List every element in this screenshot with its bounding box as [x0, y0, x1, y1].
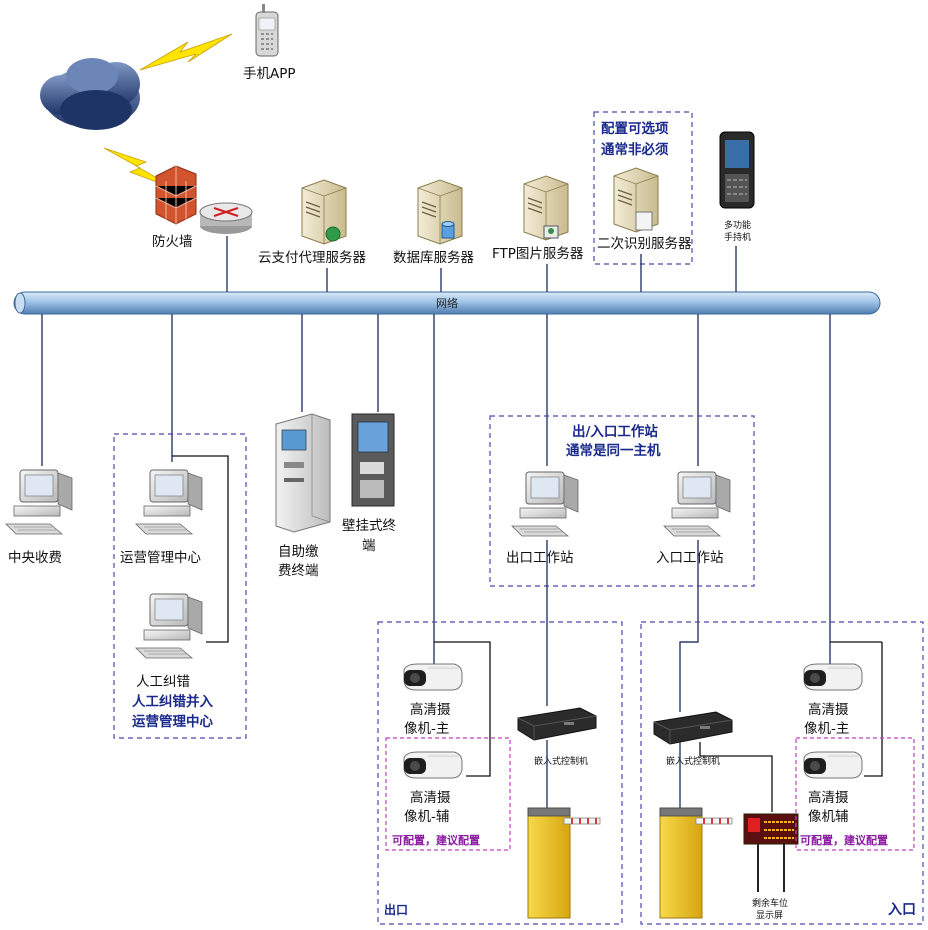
network-backbone	[13, 291, 881, 315]
central-fee-pc-icon	[5, 469, 73, 535]
entry-camera-link-line	[864, 642, 883, 777]
cloud-pay-server-icon	[301, 179, 347, 245]
self-pay-label-line1: 自助缴	[278, 544, 319, 560]
entry-camera-aux-icon	[803, 751, 863, 779]
workstation-note-line2: 通常是同一主机	[566, 442, 661, 459]
manual-fix-label: 人工纠错	[136, 674, 190, 690]
entry-camera-aux-label-line2: 像机辅	[808, 809, 849, 825]
internet-cloud-icon	[40, 58, 140, 130]
exit-camera-main-icon	[403, 663, 463, 691]
entry-barrier-gate-icon	[659, 807, 733, 919]
ops-center-pc-icon	[135, 469, 203, 535]
wall-terminal-label-line1: 壁挂式终	[342, 518, 396, 534]
ops-link-line	[172, 455, 229, 643]
exit-camera-aux-label-line1: 高清摄	[410, 789, 451, 806]
workstation-note-line1: 出/入口工作站	[572, 423, 658, 440]
cloud-pay-server-label: 云支付代理服务器	[258, 250, 366, 266]
entry-workstation-pc-icon	[663, 471, 731, 537]
network-label: 网络	[436, 296, 458, 310]
mobile-phone-icon	[255, 4, 279, 57]
parking-display-label-line1: 剩余车位	[752, 897, 788, 909]
exit-controller-icon	[517, 707, 597, 741]
database-server-label: 数据库服务器	[393, 250, 474, 266]
entry-camera-main-icon	[803, 663, 863, 691]
exit-camera-aux-label-line2: 像机-辅	[404, 809, 449, 825]
firewall-label: 防火墙	[152, 234, 193, 250]
wall-terminal-label-line2: 端	[362, 538, 376, 554]
central-fee-label: 中央收费	[8, 550, 62, 566]
optional-note-line1: 配置可选项	[601, 120, 669, 137]
recognition-server-label: 二次识别服务器	[597, 236, 692, 252]
self-pay-label-line2: 费终端	[278, 563, 319, 579]
manual-fix-note-line2: 运营管理中心	[132, 713, 213, 730]
exit-optional-camera-box	[385, 737, 511, 851]
entry-camera-main-label-line1: 高清摄	[808, 701, 849, 718]
router-icon	[199, 202, 253, 234]
exit-workstation-pc-icon	[511, 471, 579, 537]
entry-camera-aux-label-line1: 高清摄	[808, 789, 849, 806]
entry-station-to-controller-line	[679, 540, 699, 712]
connector-lines	[41, 236, 831, 676]
exit-zone-label: 出口	[384, 902, 408, 917]
entry-optional-camera-box	[795, 737, 915, 851]
entry-controller-label: 嵌入式控制机	[666, 755, 720, 767]
exit-barrier-gate-icon	[527, 807, 601, 919]
lightning-bolt-icon	[139, 33, 233, 71]
wall-terminal-icon	[351, 413, 395, 507]
ftp-image-server-icon	[523, 175, 569, 241]
handheld-label-line1: 多功能	[724, 219, 751, 231]
entry-controller-to-display-line	[699, 742, 773, 812]
parking-display-label-line2: 显示屏	[756, 910, 783, 921]
exit-camera-link-line	[460, 641, 491, 777]
ops-center-group-box	[113, 433, 247, 739]
optional-recognition-box	[593, 111, 693, 265]
entry-zone-box	[640, 621, 924, 925]
optional-note-line2: 通常非必须	[601, 141, 669, 158]
manual-fix-pc-icon	[135, 593, 203, 659]
parking-space-display-icon	[743, 813, 799, 892]
database-server-icon	[417, 179, 463, 245]
entry-optional-config-note: 可配置，建议配置	[800, 833, 888, 847]
workstation-group-box	[489, 415, 755, 587]
exit-camera-main-label-line1: 高清摄	[410, 701, 451, 718]
exit-optional-config-note: 可配置，建议配置	[392, 833, 480, 847]
firewall-icon	[155, 165, 197, 225]
exit-workstation-label: 出口工作站	[506, 550, 574, 566]
entry-controller-icon	[653, 711, 733, 745]
entry-zone-label: 入口	[888, 902, 916, 918]
ops-center-label: 运营管理中心	[120, 550, 201, 566]
recognition-server-icon	[613, 167, 659, 233]
entry-camera-main-label-line2: 像机-主	[804, 721, 849, 737]
exit-controller-label: 嵌入式控制机	[534, 755, 588, 767]
manual-fix-note-line1: 人工纠错并入	[132, 693, 213, 710]
phone-app-label: 手机APP	[243, 66, 296, 82]
handheld-label-line2: 手持机	[724, 231, 751, 243]
exit-camera-main-label-line2: 像机-主	[404, 721, 449, 737]
ftp-image-server-label: FTP图片服务器	[492, 246, 584, 262]
self-pay-kiosk-icon	[275, 413, 331, 533]
exit-camera-aux-icon	[403, 751, 463, 779]
handheld-terminal-icon	[719, 131, 755, 209]
exit-zone-box	[377, 621, 623, 925]
entry-workstation-label: 入口工作站	[656, 550, 724, 566]
